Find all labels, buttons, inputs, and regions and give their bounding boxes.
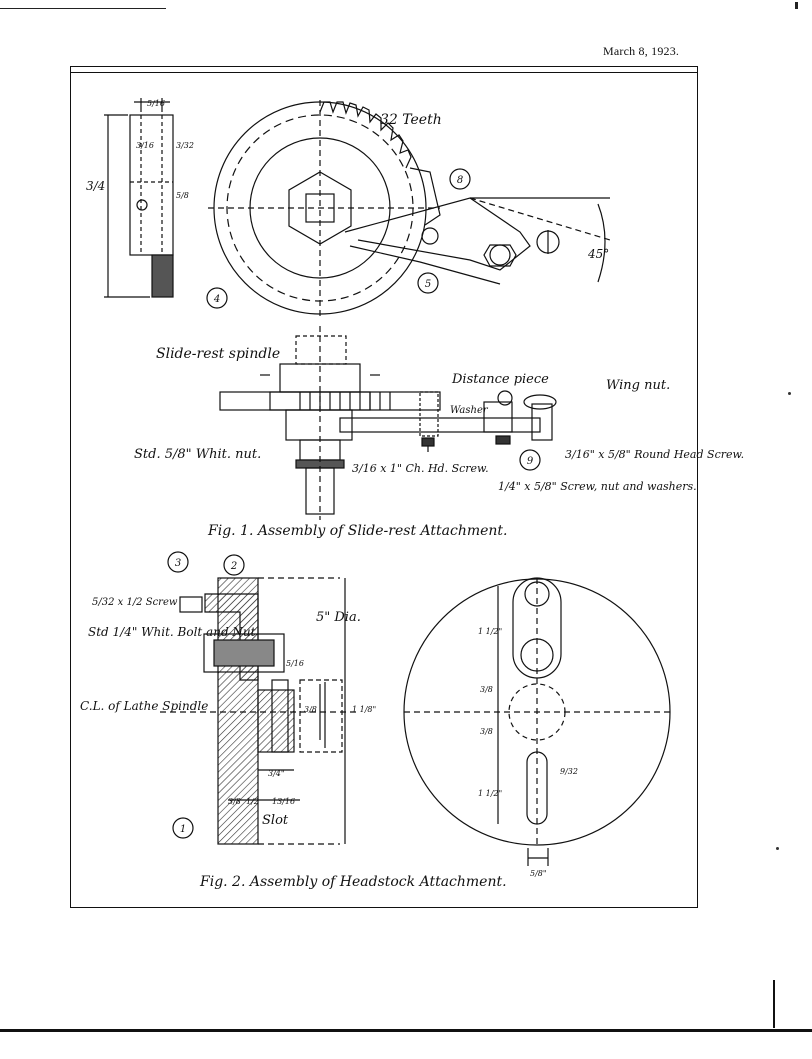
callout-1: 1 [180,824,186,835]
dim-f2-b: 3/8 [304,705,317,714]
label-slot: Slot [262,813,289,828]
dim-f2-h: 1 1/2" [478,627,502,636]
dim-f2-k: 9/32 [560,767,578,776]
callout-8: 8 [457,175,463,186]
callout-4: 4 [213,294,220,305]
label-slide-rest-spindle: Slide-rest spindle [156,346,280,362]
label-screw: 5/32 x 1/2 Screw [92,597,178,608]
fig1-plan-view [219,326,557,520]
dim-f2-c: 1 1/8" [352,705,376,714]
label-angle: 45° [587,247,609,261]
label-screw-nut: 1/4" x 5/8" Screw, nut and washers. [498,480,697,493]
dim-f1-d4: 3/4 [86,179,105,193]
dim-f2-i: 3/8 [480,685,493,694]
dim-f2-d: 3/4" [268,769,285,778]
bottom-rule [0,1029,812,1032]
dim-f2-l: 1 1/2" [478,789,502,798]
dim-f2-g: 13/16 [272,797,295,806]
label-round-head: 3/16" x 5/8" Round Head Screw. [565,448,744,461]
dim-f1-d2: 3/16 [136,141,154,150]
label-washer: Washer [450,405,489,416]
dim-f2-e: 3/8 [228,797,241,806]
fig1-caption: Fig. 1. Assembly of Slide-rest Attachmen… [207,523,508,539]
side-bar [773,980,775,1028]
label-teeth: 32 Teeth [380,112,442,128]
fig1-side-view [104,98,174,298]
frame-inner-rule [70,72,698,73]
dim-f1-d1: 5/16 [147,99,165,108]
dim-f1-d3: 3/32 [176,141,194,150]
callout-5: 5 [425,279,431,290]
dim-f1-d5: 5/8 [176,191,189,200]
speck [788,392,791,395]
figure-frame [70,66,698,908]
callout-9: 9 [527,456,534,467]
speck [776,847,779,850]
fig2-caption: Fig. 2. Assembly of Headstock Attachment… [199,874,507,890]
fig2-disc-view [403,577,671,866]
callout-3: 3 [175,558,181,569]
dim-f2-a: 5/16 [286,659,304,668]
label-wing-nut: Wing nut. [606,378,670,393]
top-rule [0,8,166,9]
label-bolt-nut: Std 1/4" Whit. Bolt and Nut [88,625,256,639]
label-cl-lathe-spindle: C.L. of Lathe Spindle [80,699,208,713]
label-std-nut: Std. 5/8" Whit. nut. [134,447,261,462]
dim-f2-m: 5/8" [530,869,547,878]
label-dia: 5" Dia. [316,610,361,625]
corner-mark [795,2,798,9]
fig2-section-view [160,577,360,845]
dim-f2-j: 3/8 [480,727,493,736]
page-date: March 8, 1923. [603,44,680,58]
dim-f2-f: 1/2 [246,797,259,806]
callout-2: 2 [230,561,237,572]
label-distance-piece: Distance piece [451,372,549,387]
label-ch-screw: 3/16 x 1" Ch. Hd. Screw. [352,462,489,475]
fig1-gear-view [208,100,611,320]
